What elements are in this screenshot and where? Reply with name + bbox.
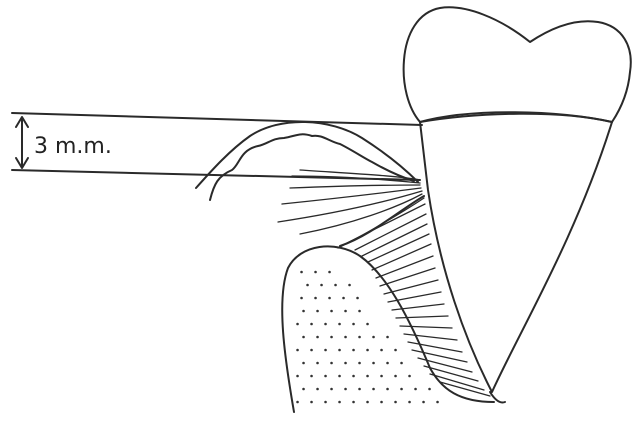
stipple-dot <box>302 388 305 391</box>
stipple-dot <box>408 401 411 404</box>
stipple-dot <box>348 284 351 287</box>
stipple-dot <box>394 349 397 352</box>
stipple-dot <box>310 375 313 378</box>
stipple-dot <box>302 310 305 313</box>
stipple-dot <box>366 323 369 326</box>
stipple-dot <box>314 271 317 274</box>
stipple-dot <box>316 310 319 313</box>
stipple-dot <box>366 349 369 352</box>
stipple-dot <box>352 349 355 352</box>
stipple-dot <box>358 336 361 339</box>
stipple-dot <box>414 388 417 391</box>
stipple-dot <box>300 297 303 300</box>
stipple-dot <box>400 362 403 365</box>
stipple-dot <box>338 375 341 378</box>
stipple-dot <box>330 336 333 339</box>
stipple-dot <box>344 336 347 339</box>
periodontal-ligament <box>340 196 490 396</box>
stipple-dot <box>316 336 319 339</box>
stipple-dot <box>380 401 383 404</box>
stipple-dot <box>428 388 431 391</box>
measurement-label: 3 m.m. <box>34 134 112 159</box>
stipple-dot <box>386 336 389 339</box>
stipple-dot <box>338 323 341 326</box>
stipple-dot <box>330 388 333 391</box>
measurement-arrow <box>16 117 28 168</box>
stipple-dot <box>356 297 359 300</box>
stipple-dot <box>386 388 389 391</box>
stipple-dot <box>352 323 355 326</box>
stipple-dot <box>344 310 347 313</box>
stipple-dot <box>372 336 375 339</box>
stipple-dot <box>344 388 347 391</box>
stipple-dot <box>366 401 369 404</box>
stipple-dot <box>352 375 355 378</box>
stipple-dot <box>302 362 305 365</box>
stipple-dot <box>328 271 331 274</box>
stipple-dot <box>306 284 309 287</box>
stipple-dot <box>296 349 299 352</box>
crown-cervical-line <box>420 114 612 122</box>
stipple-dot <box>358 310 361 313</box>
stipple-dot <box>386 362 389 365</box>
stipple-dot <box>358 388 361 391</box>
stipple-dot <box>328 297 331 300</box>
stipple-dot <box>352 401 355 404</box>
stipple-dot <box>310 401 313 404</box>
stipple-dot <box>436 401 439 404</box>
stipple-dot <box>324 323 327 326</box>
stipple-dot <box>314 297 317 300</box>
stipple-dot <box>338 349 341 352</box>
stipple-dot <box>316 388 319 391</box>
stipple-dot <box>422 401 425 404</box>
stipple-dot <box>344 362 347 365</box>
stipple-dot <box>394 401 397 404</box>
stipple-dot <box>394 375 397 378</box>
stipple-dot <box>296 375 299 378</box>
stipple-dot <box>380 349 383 352</box>
stipple-dot <box>380 375 383 378</box>
stipple-dot <box>296 401 299 404</box>
stipple-dot <box>324 375 327 378</box>
stipple-dot <box>310 323 313 326</box>
tooth-crown <box>404 7 631 122</box>
stipple-dot <box>372 362 375 365</box>
stipple-dot <box>310 349 313 352</box>
stipple-dot <box>408 375 411 378</box>
stipple-dot <box>296 323 299 326</box>
stipple-dot <box>338 401 341 404</box>
tooth-root <box>420 122 612 392</box>
alveolar-bone <box>282 246 494 412</box>
stipple-dot <box>300 271 303 274</box>
stipple-dot <box>324 349 327 352</box>
stipple-dot <box>316 362 319 365</box>
stipple-dot <box>372 388 375 391</box>
stipple-dot <box>366 375 369 378</box>
stipple-dot <box>330 310 333 313</box>
upper-reference-line <box>12 113 422 125</box>
stipple-dot <box>302 336 305 339</box>
stipple-dot <box>400 388 403 391</box>
stipple-dot <box>334 284 337 287</box>
stipple-dot <box>342 297 345 300</box>
stipple-dot <box>324 401 327 404</box>
stipple-dot <box>330 362 333 365</box>
root-apex-line <box>490 392 505 403</box>
stipple-dot <box>320 284 323 287</box>
stipple-dot <box>358 362 361 365</box>
